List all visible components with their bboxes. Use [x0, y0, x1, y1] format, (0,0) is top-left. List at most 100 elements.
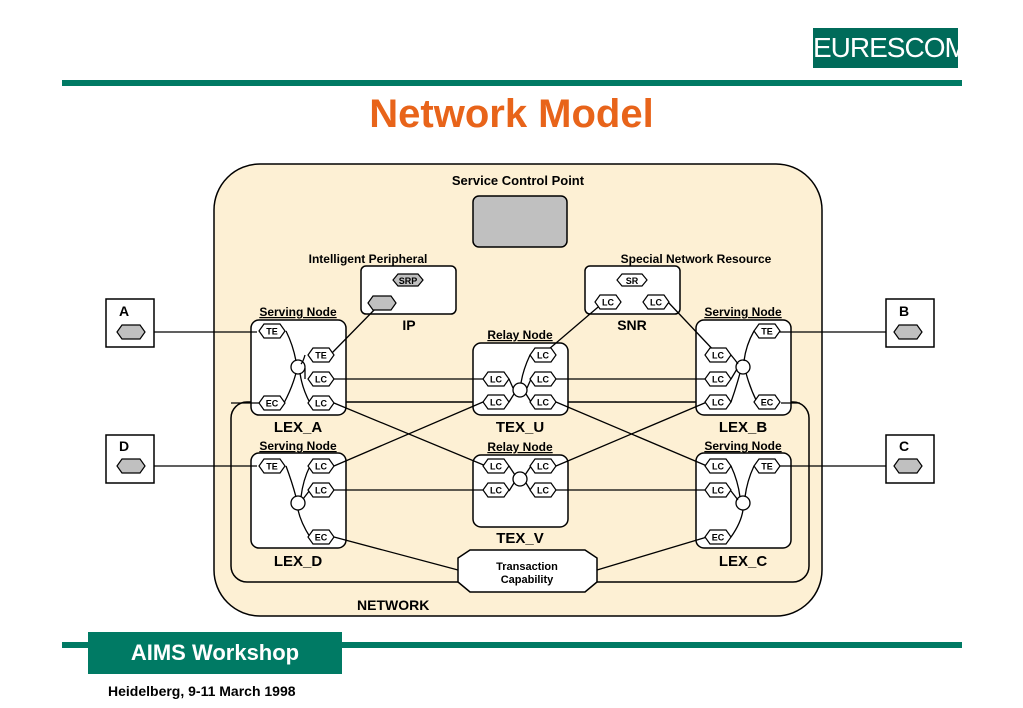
lex-b-lc-2-badge	[704, 371, 732, 387]
lex-b-lc-1-label: LC	[712, 351, 724, 361]
terminal-a-icon	[116, 324, 146, 340]
link-lexa-texv	[333, 402, 487, 467]
snr-lc-1-label: LC	[602, 298, 614, 308]
lex-c-ec-label: EC	[712, 533, 725, 543]
transaction-capability-line2: Capability	[501, 574, 554, 586]
lex-a-te-1-label: TE	[266, 327, 278, 337]
tex-u-lc-4-badge	[482, 394, 510, 410]
header-rule	[62, 80, 962, 86]
lex-c-lc-2-badge	[704, 482, 732, 498]
lex-a-ec-label: EC	[266, 399, 279, 409]
lex-b-te-badge	[753, 323, 781, 339]
tex-v-lc-4-label: LC	[537, 486, 549, 496]
snr-caption: Special Network Resource	[621, 252, 772, 266]
lex-c-ec-badge	[704, 529, 732, 545]
lex-a-lc-1-label: LC	[315, 375, 327, 385]
lex-d-lc-2-badge	[307, 482, 335, 498]
tex-v-lc-3-label: LC	[490, 486, 502, 496]
ip-resource-icon	[367, 295, 397, 311]
workshop-date: Heidelberg, 9-11 March 1998	[108, 683, 296, 699]
footer-rule	[62, 642, 962, 648]
lex-b-caption: Serving Node	[704, 305, 782, 319]
sr-label: SR	[626, 276, 639, 286]
lex-a-ec-badge	[258, 395, 286, 411]
lex-b-ec-badge	[753, 394, 781, 410]
link-texv-lexb	[555, 401, 708, 467]
lex-b-lc-2-label: LC	[712, 375, 724, 385]
tex-u-lc-1-badge	[529, 347, 557, 363]
terminal-c-icon	[893, 458, 923, 474]
link-lexd-tc	[333, 536, 459, 571]
terminal-a: A	[105, 298, 155, 348]
snr-lc-1-badge	[594, 294, 622, 310]
lex-a-label: LEX_A	[274, 419, 323, 436]
lex-c-caption: Serving Node	[704, 439, 782, 453]
lex-d-te-badge	[258, 458, 286, 474]
sr-badge	[616, 273, 648, 287]
lex-c-lc-2-label: LC	[712, 486, 724, 496]
tex-u-lc-4-label: LC	[490, 398, 502, 408]
lex-a-caption: Serving Node	[259, 305, 337, 319]
lex-d-caption: Serving Node	[259, 439, 337, 453]
transaction-capability-line1: Transaction	[496, 561, 558, 573]
tex-u-lc-1-label: LC	[537, 351, 549, 361]
link-lexa-ip	[329, 305, 379, 356]
link-texu-lexd	[333, 401, 484, 467]
link-lexc-tc	[596, 536, 708, 571]
tex-u-lc-2-label: LC	[490, 375, 502, 385]
lex-c-te-badge	[753, 458, 781, 474]
tex-v-lc-1-label: LC	[490, 462, 502, 472]
link-texu-snr	[541, 301, 605, 356]
tex-u-lc-3-badge	[529, 371, 557, 387]
lex-b-te-label: TE	[761, 327, 773, 337]
lex-a-te-2-label: TE	[315, 351, 327, 361]
tex-v-lc-1-badge	[482, 458, 510, 474]
workshop-tab: AIMS Workshop	[88, 632, 342, 674]
srp-label: SRP	[399, 276, 418, 286]
lex-d-lc-1-label: LC	[315, 462, 327, 472]
terminal-c: C	[885, 434, 935, 484]
lex-d-lc-1-badge	[307, 458, 335, 474]
page-title: Network Model	[369, 92, 654, 136]
eurescom-logo: EURESCOM	[813, 28, 968, 68]
tex-v-lc-2-badge	[529, 458, 557, 474]
terminal-c-label: C	[899, 438, 909, 454]
lex-c-label: LEX_C	[719, 553, 768, 570]
lex-a-te-1-badge	[258, 323, 286, 339]
tex-u-lc-5-badge	[529, 394, 557, 410]
lex-d-label: LEX_D	[274, 553, 323, 570]
lex-b-ec-label: EC	[761, 398, 774, 408]
scp-box	[472, 195, 568, 248]
lex-d-lc-2-label: LC	[315, 486, 327, 496]
snr-lc-2-badge	[642, 294, 670, 310]
link-lexb-snr	[667, 301, 719, 356]
terminal-b-label: B	[899, 303, 909, 319]
tex-u-lc-3-label: LC	[537, 375, 549, 385]
terminal-d: D	[105, 434, 155, 484]
lex-b-lc-1-badge	[704, 347, 732, 363]
lex-b-lc-3-label: LC	[712, 398, 724, 408]
lex-b-switch	[735, 359, 751, 375]
lex-b-lc-3-badge	[704, 394, 732, 410]
snr-lc-2-label: LC	[650, 298, 662, 308]
srp-badge	[392, 273, 424, 287]
tex-v-lc-3-badge	[482, 482, 510, 498]
tex-u-lc-2-badge	[482, 371, 510, 387]
lex-d-ec-badge	[307, 529, 335, 545]
transaction-capability-box	[457, 549, 598, 593]
lex-c-lc-1-label: LC	[712, 462, 724, 472]
tex-v-switch	[512, 471, 528, 487]
ip-label: IP	[402, 317, 415, 333]
tex-u-label: TEX_U	[496, 419, 544, 436]
lex-b-label: LEX_B	[719, 419, 768, 436]
terminal-d-label: D	[119, 438, 129, 454]
terminal-b: B	[885, 298, 935, 348]
tex-v-label: TEX_V	[496, 530, 544, 547]
lex-a-lc-2-label: LC	[315, 399, 327, 409]
tex-v-lc-2-label: LC	[537, 462, 549, 472]
tex-u-switch	[512, 382, 528, 398]
lex-c-te-label: TE	[761, 462, 773, 472]
terminal-b-icon	[893, 324, 923, 340]
tex-u-lc-5-label: LC	[537, 398, 549, 408]
